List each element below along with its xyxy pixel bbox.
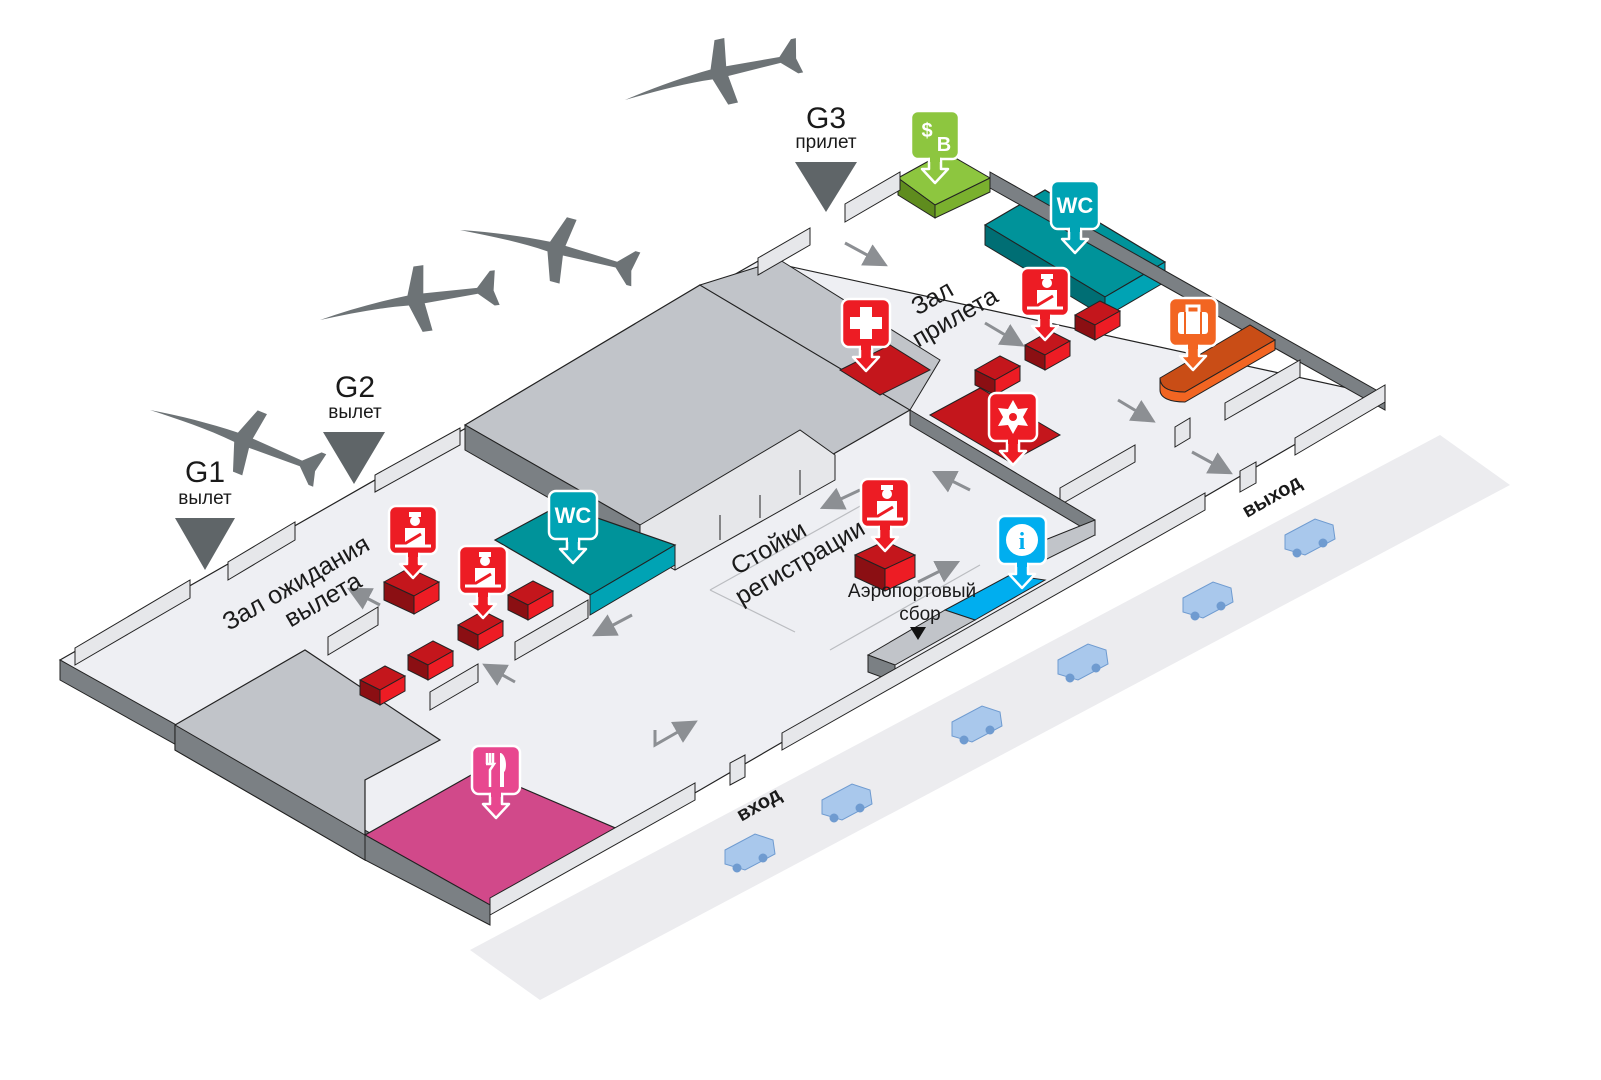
gate-g3[interactable]: G3 прилет [795,102,857,212]
medical-icon[interactable] [840,297,892,373]
restaurant-side [364,834,491,926]
svg-text:$: $ [921,120,932,142]
wc-departure-icon[interactable]: WC [547,489,599,565]
passport-control-arrival-icon[interactable] [1019,266,1071,342]
airport-fee-line2: сбор [899,604,941,625]
airport-fee-line1: Аэропортовый [848,581,976,602]
departure-counters [358,540,917,706]
gate-g3-type: прилет [795,132,856,153]
plane-2 [314,255,502,346]
restaurant-icon[interactable] [470,744,522,820]
medical-area [838,344,932,396]
plane-1 [140,372,332,502]
plane-4 [616,23,807,126]
flow-arrows [347,241,1233,748]
airport-fee-label: Аэропортовый сбор [848,581,976,640]
gate-g2[interactable]: G2 вылет [323,371,385,484]
gate-g3-marker-icon [795,162,857,212]
gate-g2-type: вылет [328,402,382,423]
wc-departure-side [589,544,676,616]
svg-text:WC: WC [555,503,592,528]
wc-arrival-icon[interactable]: WC [1049,179,1101,255]
security-departure-icon[interactable] [387,504,439,580]
check-in-desk-icon[interactable] [859,477,911,553]
currency-exchange-icon[interactable]: $B [909,109,961,185]
cars [724,518,1336,873]
gate-g1-type: вылет [178,488,232,509]
gate-g3-code: G3 [806,102,846,135]
passport-control-departure-icon[interactable] [457,544,509,620]
partitions [74,171,1386,916]
information-icon[interactable]: i [996,514,1048,590]
gate-g2-marker-icon [323,432,385,484]
gate-g2-code: G2 [335,371,375,404]
police-icon[interactable] [987,391,1039,467]
gate-g1[interactable]: G1 вылет [175,456,235,570]
baggage-claim-icon[interactable] [1167,296,1219,372]
airport-fee-pointer-icon [910,627,926,640]
gate-g1-code: G1 [185,456,225,489]
gate-g1-marker-icon [175,518,235,570]
svg-text:B: B [937,134,951,156]
arrival-wall [989,171,1386,411]
arrival-counters [973,300,1122,396]
svg-text:i: i [1019,529,1026,555]
svg-text:WC: WC [1057,193,1094,218]
